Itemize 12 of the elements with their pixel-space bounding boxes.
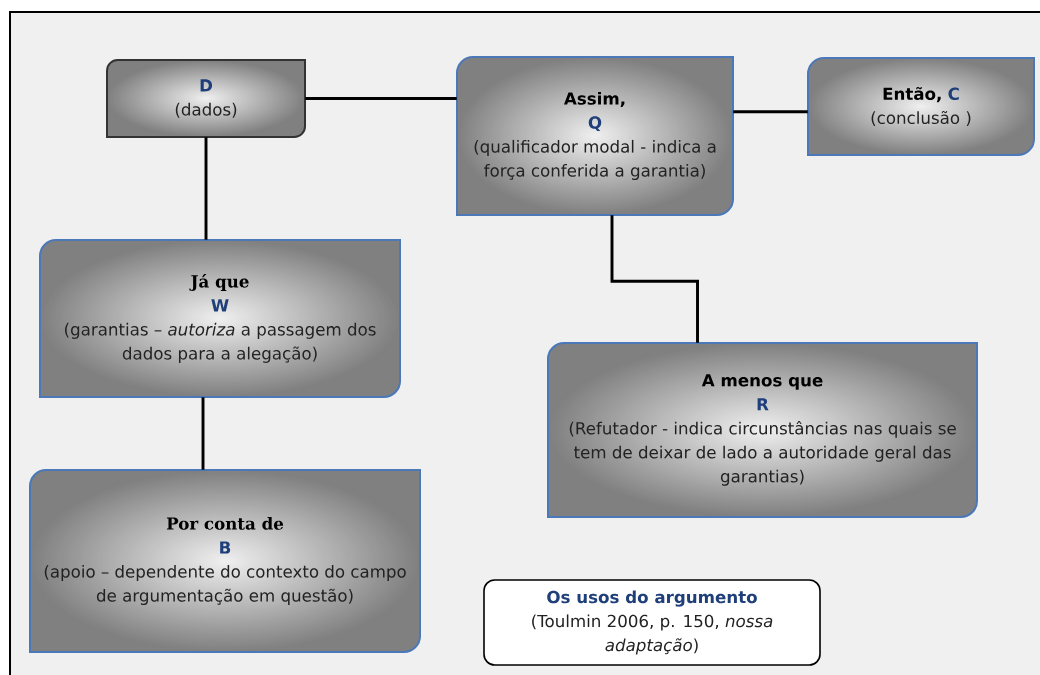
process-box: Assim, Q (qualificador modal - indica a força conferida a garantia) — [456, 56, 734, 216]
process-box: D (dados) — [106, 59, 306, 138]
process-box: Então, C (conclusão ) — [807, 57, 1035, 156]
process-box: A menos que R (Refutador - indica circunstâncias nas quais se tem de deixar de lado a autoridade geral das garantias) — [547, 342, 978, 518]
connector-line — [733, 110, 808, 114]
process-box: Já que W (garantias – autoriza a passagem dos dados para a alegação) — [39, 239, 401, 398]
connector-line — [201, 397, 205, 470]
connector-line — [204, 137, 208, 240]
process-box: Por conta de B (apoio – dependente do contexto do campo de argumentação em questão) — [29, 469, 421, 653]
connector-line — [610, 215, 699, 343]
connector-line — [305, 97, 457, 100]
caption-box: Os usos do argumento (Toulmin 2006, p. 150, nossa adaptação) — [483, 579, 821, 666]
